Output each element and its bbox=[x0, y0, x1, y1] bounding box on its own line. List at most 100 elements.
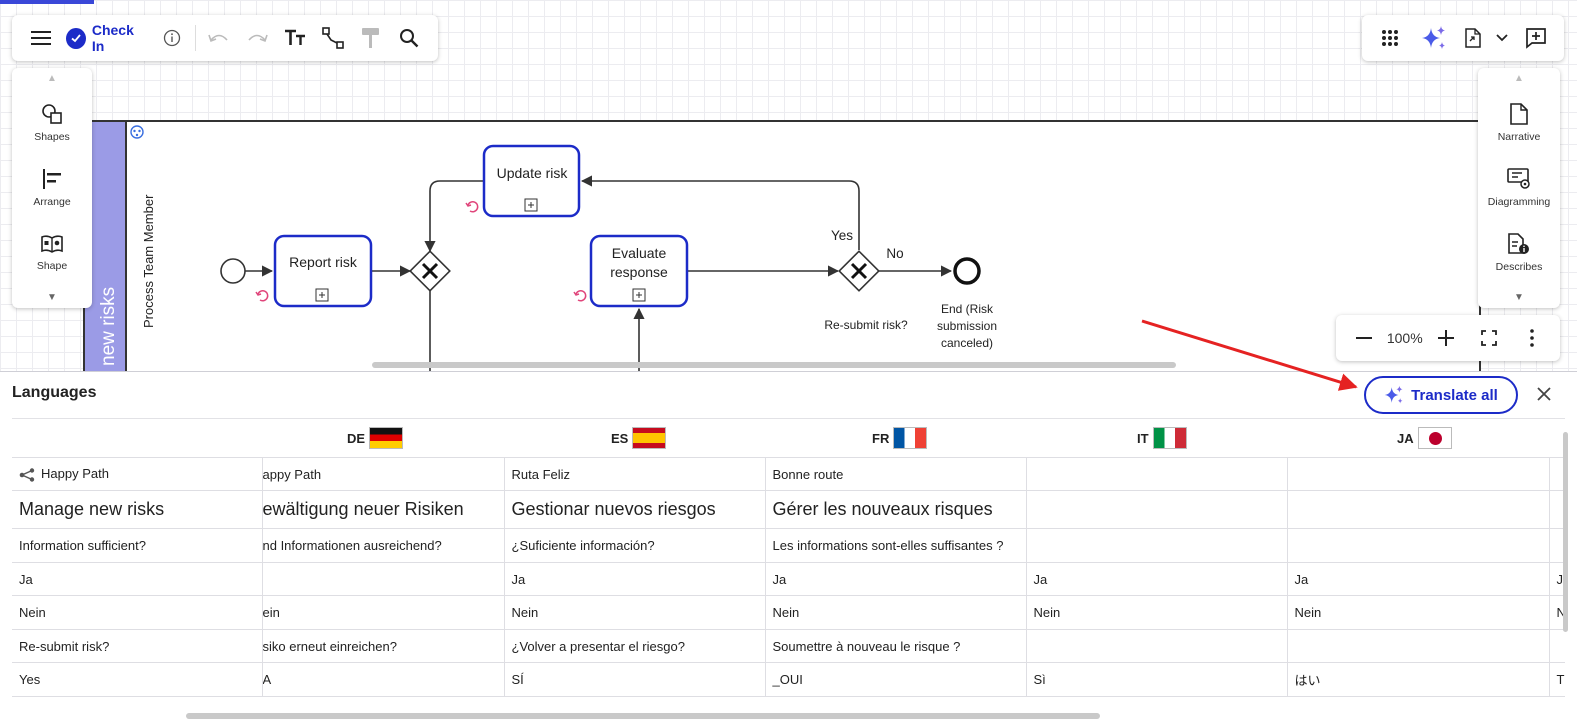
task-update-risk[interactable] bbox=[482, 144, 581, 218]
cell-text: Sì bbox=[1033, 672, 1046, 687]
translation-cell-ja[interactable] bbox=[1286, 457, 1550, 491]
export-dropdown-button[interactable] bbox=[1492, 18, 1512, 58]
table-horizontal-scrollbar[interactable] bbox=[186, 713, 1100, 719]
translation-cell-de[interactable]: appy Path bbox=[261, 457, 505, 491]
column-header-ja[interactable]: JA bbox=[1397, 419, 1452, 457]
translation-cell-fr[interactable]: Ja bbox=[764, 562, 1027, 596]
zoom-level[interactable]: 100% bbox=[1386, 330, 1423, 346]
translation-cell-ja[interactable] bbox=[1286, 629, 1550, 663]
translation-cell-it[interactable] bbox=[1025, 457, 1288, 491]
apps-button[interactable] bbox=[1370, 18, 1410, 58]
start-event[interactable] bbox=[220, 258, 246, 284]
end-label-3: canceled) bbox=[941, 336, 993, 350]
translation-cell-ja[interactable]: Ja bbox=[1286, 562, 1550, 596]
translation-cell-ja[interactable] bbox=[1286, 490, 1550, 529]
shape-library-icon bbox=[41, 235, 63, 254]
translation-cell-es[interactable]: Ruta Feliz bbox=[503, 457, 766, 491]
translation-cell-es[interactable]: Ja bbox=[503, 562, 766, 596]
translation-cell-es[interactable]: ¿Volver a presentar el riesgo? bbox=[503, 629, 766, 663]
translation-cell-ja[interactable]: Nein bbox=[1286, 595, 1550, 630]
translation-cell-de[interactable] bbox=[261, 562, 505, 596]
column-header-fr[interactable]: FR bbox=[872, 419, 928, 457]
check-in-label: Check In bbox=[91, 22, 134, 54]
translation-cell-fr[interactable]: _OUI bbox=[764, 662, 1027, 697]
translation-cell-fr[interactable]: Nein bbox=[764, 595, 1027, 630]
exclusive-gateway-resubmit[interactable] bbox=[838, 250, 880, 292]
column-header-it[interactable]: IT bbox=[1137, 419, 1187, 457]
translation-cell-ja[interactable]: はい bbox=[1286, 662, 1550, 697]
translation-cell-extra[interactable]: T bbox=[1548, 662, 1565, 697]
plus-icon bbox=[1437, 330, 1454, 346]
end-event[interactable] bbox=[953, 257, 981, 285]
main-toolbar: Check In bbox=[12, 15, 438, 61]
translation-cell-de[interactable]: ewältigung neuer Risiken bbox=[261, 490, 505, 529]
connector-button[interactable] bbox=[314, 18, 352, 58]
translation-cell-es[interactable]: ¿Suficiente información? bbox=[503, 528, 766, 563]
canvas-horizontal-scrollbar[interactable] bbox=[372, 362, 1176, 368]
exclusive-gateway[interactable] bbox=[409, 250, 451, 292]
translation-cell-it[interactable]: Nein bbox=[1025, 595, 1288, 630]
text-format-button[interactable] bbox=[276, 18, 314, 58]
info-button[interactable] bbox=[153, 18, 191, 58]
table-vertical-scrollbar[interactable] bbox=[1563, 432, 1568, 632]
cell-text: Manage new risks bbox=[19, 499, 165, 519]
lane-settings-icon[interactable] bbox=[130, 125, 144, 139]
column-header-es[interactable]: ES bbox=[611, 419, 667, 457]
diagram-canvas[interactable]: new risks Process Team Member Report ris… bbox=[0, 0, 1577, 371]
translation-cell-fr[interactable]: Les informations sont-elles suffisantes … bbox=[764, 528, 1027, 563]
scroll-down-arrow-icon[interactable]: ▼ bbox=[47, 291, 57, 303]
translation-cell-it[interactable] bbox=[1025, 629, 1288, 663]
check-in-icon bbox=[66, 27, 86, 49]
translation-cell-ja[interactable] bbox=[1286, 528, 1550, 563]
translation-cell-it[interactable] bbox=[1025, 528, 1288, 563]
translation-cell-it[interactable]: Ja bbox=[1025, 562, 1288, 596]
close-panel-button[interactable] bbox=[1532, 382, 1556, 406]
scroll-up-arrow-icon[interactable]: ▲ bbox=[47, 73, 57, 85]
fullscreen-button[interactable] bbox=[1469, 318, 1509, 358]
zoom-out-button[interactable] bbox=[1344, 318, 1384, 358]
translation-cell-fr[interactable]: Bonne route bbox=[764, 457, 1027, 491]
scroll-up-arrow-icon[interactable]: ▲ bbox=[1514, 73, 1524, 85]
more-options-button[interactable] bbox=[1512, 318, 1552, 358]
column-header-de[interactable]: DE bbox=[347, 419, 404, 457]
describes-tool[interactable]: Describes bbox=[1478, 221, 1560, 286]
diagramming-tool[interactable]: Diagramming bbox=[1478, 155, 1560, 220]
translation-cell-it[interactable]: Sì bbox=[1025, 662, 1288, 697]
translation-cell-de[interactable]: nd Informationen ausreichend? bbox=[261, 528, 505, 563]
shapes-tool[interactable]: Shapes bbox=[12, 90, 92, 155]
zoom-in-button[interactable] bbox=[1426, 318, 1466, 358]
translate-all-button[interactable]: Translate all bbox=[1364, 376, 1518, 414]
task-report-risk[interactable] bbox=[273, 234, 373, 308]
arrange-tool[interactable]: Arrange bbox=[12, 155, 92, 220]
table-row: Re-submit risk?siko erneut einreichen?¿V… bbox=[12, 629, 1565, 663]
translation-cell-extra[interactable] bbox=[1548, 629, 1565, 663]
export-button[interactable] bbox=[1458, 18, 1488, 58]
translation-cell-de[interactable]: siko erneut einreichen? bbox=[261, 629, 505, 663]
undo-button[interactable] bbox=[200, 18, 238, 58]
translation-cell-es[interactable]: Gestionar nuevos riesgos bbox=[503, 490, 766, 529]
translation-cell-de[interactable]: A bbox=[261, 662, 505, 697]
check-in-button[interactable]: Check In bbox=[60, 18, 153, 58]
translation-cell-fr[interactable]: Gérer les nouveaux risques bbox=[764, 490, 1027, 529]
task-evaluate-response[interactable] bbox=[589, 234, 689, 308]
narrative-tool[interactable]: Narrative bbox=[1478, 90, 1560, 155]
translation-cell-it[interactable] bbox=[1025, 490, 1288, 529]
loop-marker-icon bbox=[255, 290, 269, 302]
scroll-down-arrow-icon[interactable]: ▼ bbox=[1514, 291, 1524, 303]
menu-button[interactable] bbox=[22, 18, 60, 58]
shapes-icon bbox=[42, 103, 62, 124]
search-button[interactable] bbox=[390, 18, 428, 58]
cell-text: appy Path bbox=[262, 466, 322, 482]
translation-cell-es[interactable]: Nein bbox=[503, 595, 766, 630]
add-comment-button[interactable] bbox=[1516, 18, 1556, 58]
cell-text: はい bbox=[1294, 673, 1321, 688]
redo-button[interactable] bbox=[238, 18, 276, 58]
cell-text: T bbox=[1556, 672, 1565, 687]
ai-assistant-button[interactable] bbox=[1414, 18, 1454, 58]
shape-library-tool[interactable]: Shape bbox=[12, 221, 92, 286]
shapes-tool-label: Shapes bbox=[34, 130, 70, 143]
translation-cell-es[interactable]: SÍ bbox=[503, 662, 766, 697]
format-painter-button[interactable] bbox=[352, 18, 390, 58]
translation-cell-fr[interactable]: Soumettre à nouveau le risque ? bbox=[764, 629, 1027, 663]
translation-cell-de[interactable]: ein bbox=[261, 595, 505, 630]
